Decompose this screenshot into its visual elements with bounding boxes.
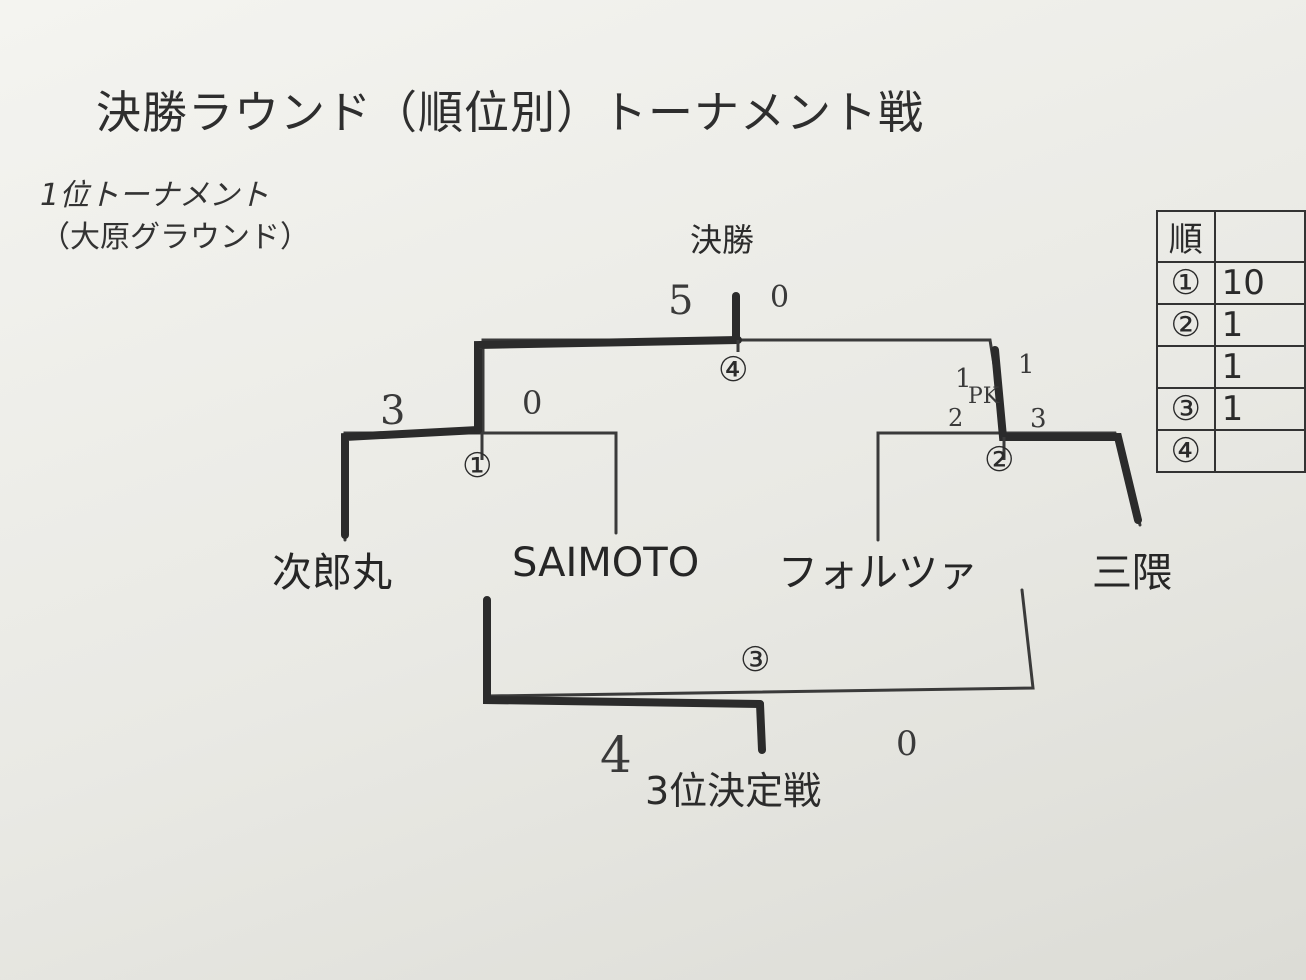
semi2-score-left: 1: [955, 364, 972, 394]
winner-path-semi1: [341, 426, 482, 539]
final-score-right: 0: [770, 280, 790, 315]
page-title: 決勝ラウンド（順位別）トーナメント戦: [96, 86, 925, 139]
semi2-pk-text: PK: [968, 384, 1000, 409]
table-row: 1: [1156, 345, 1306, 389]
team-forza: フォルツァ: [778, 550, 978, 596]
winner-path-third: [483, 596, 764, 708]
semi2-score-right: 1: [1018, 350, 1035, 380]
third-score-left: 4: [600, 726, 632, 784]
table-header-rank: 順: [1156, 210, 1216, 263]
semi2-pk-left: 2: [948, 404, 964, 432]
final-score-left: 5: [668, 278, 694, 324]
ranking-table: 順 ① 10 ② 1 1 ③ 1 ④: [1156, 210, 1306, 473]
subtitle-venue: （大原グラウンド）: [40, 220, 310, 255]
table-row: ② 1: [1156, 303, 1306, 347]
semi1-score-right: 0: [522, 384, 543, 422]
team-mikuma: 三隈: [1092, 550, 1172, 596]
third-score-right: 0: [896, 724, 918, 764]
winner-path-third-mark: [756, 700, 766, 754]
match-number-4: ④: [718, 350, 749, 390]
semi2-pk-right: 3: [1030, 404, 1047, 434]
team-jirohmaru: 次郎丸: [272, 550, 392, 596]
winner-path-semi2: [991, 346, 1142, 524]
match-number-1: ①: [462, 446, 493, 486]
table-row: 順: [1156, 210, 1306, 263]
final-label: 決勝: [690, 221, 755, 259]
match-number-2: ②: [984, 440, 1015, 480]
table-row: ① 10: [1156, 261, 1306, 305]
winner-path-final-left: [474, 336, 742, 434]
subtitle-tournament: 1位トーナメント: [40, 178, 270, 213]
third-place-label: 3位決定戦: [645, 769, 822, 813]
table-row: ④: [1156, 429, 1306, 473]
semi1-score-left: 3: [380, 388, 406, 434]
match-number-3: ③: [740, 640, 771, 680]
team-saimoto: SAIMOTO: [512, 540, 700, 586]
table-row: ③ 1: [1156, 387, 1306, 431]
